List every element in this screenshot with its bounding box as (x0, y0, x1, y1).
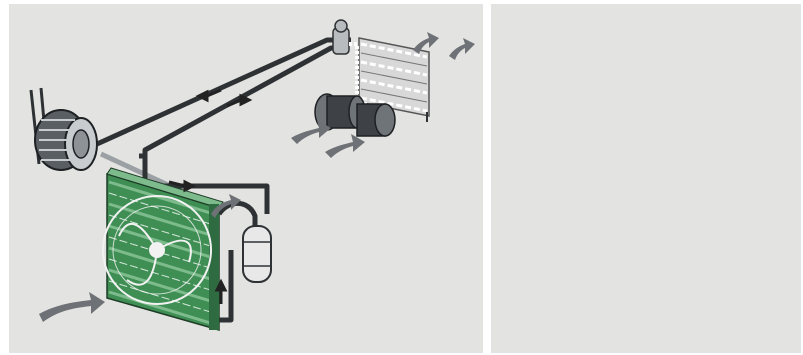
receiver-drier-icon (243, 226, 271, 282)
ac-system-diagram (9, 4, 483, 353)
blower-right-wheel (375, 104, 395, 136)
ac-system-diagram-panel (9, 4, 483, 353)
compressor-hub (73, 130, 89, 158)
panel-background-right (491, 4, 801, 353)
fan-hub (149, 242, 165, 258)
expansion-valve-icon (333, 20, 349, 54)
expansion-valve-cap (335, 20, 347, 32)
empty-panel (491, 4, 801, 353)
receiver-drier-body (243, 226, 271, 282)
empty-panel-background (491, 4, 801, 353)
condenser-side-tank (209, 204, 219, 330)
